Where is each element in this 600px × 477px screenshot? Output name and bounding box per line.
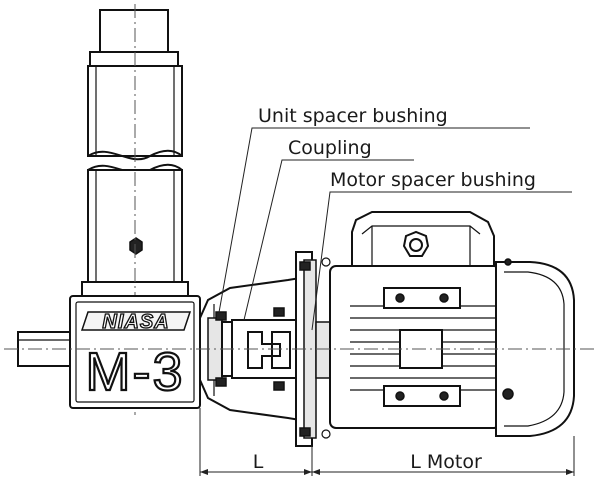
dimension-l-label: L [253,451,264,473]
coupling-label: Coupling [288,137,372,159]
unit-spacer-bushing-label: Unit spacer bushing [258,105,448,127]
unit-model-label: M-3 [86,342,185,402]
leader-lines [217,127,572,331]
niasa-logo: NIASA [102,311,169,333]
unit-housing: NIASA M-3 [17,295,201,409]
gear-unit-column [81,4,189,415]
dimension-l-motor-label: L Motor [410,451,482,473]
electric-motor [329,211,575,437]
motor-spacer-bushing-label: Motor spacer bushing [330,169,536,191]
dimension-lines [199,408,575,476]
